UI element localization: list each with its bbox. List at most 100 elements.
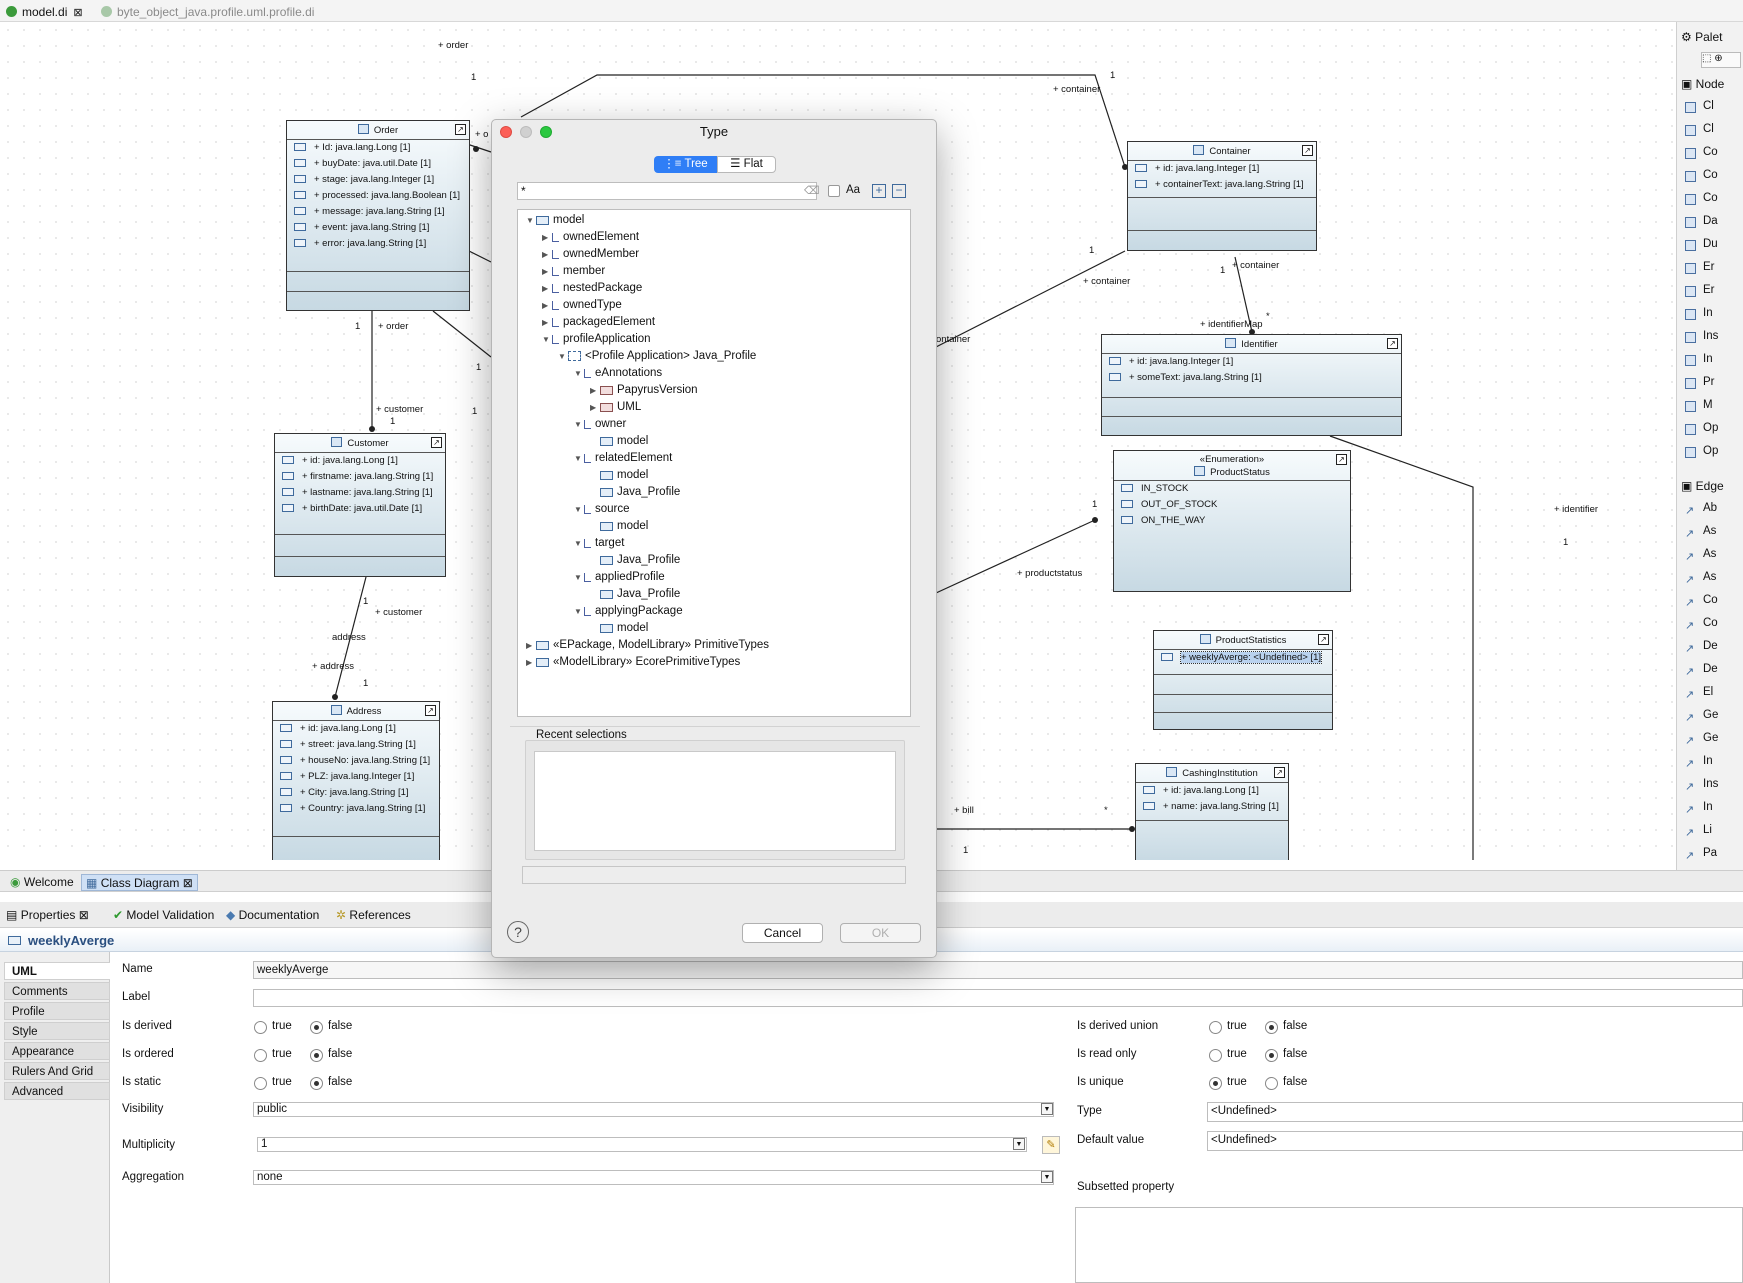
minimize-window-button[interactable] xyxy=(520,126,532,138)
sidetab-rulers-and-grid[interactable]: Rulers And Grid xyxy=(4,1062,110,1080)
tree-node[interactable]: ▼target xyxy=(574,535,624,552)
attribute-row[interactable]: + id: java.lang.Long [1] xyxy=(1136,783,1288,799)
class-customer[interactable]: Customer↗ + id: java.lang.Long [1] + fir… xyxy=(274,433,446,577)
palette-node-item[interactable]: M xyxy=(1703,399,1713,411)
edit-multiplicity-icon[interactable]: ✎ xyxy=(1042,1136,1060,1154)
palette-node-item[interactable]: Co xyxy=(1703,192,1718,204)
default-value-field[interactable]: <Undefined> xyxy=(1207,1131,1743,1151)
sidetab-appearance[interactable]: Appearance xyxy=(4,1042,110,1060)
chevron-right-icon[interactable]: ▶ xyxy=(590,403,597,412)
tab-profile-di[interactable]: byte_object_java.profile.uml.profile.di xyxy=(101,4,314,20)
tree-node[interactable]: ▼profileApplication xyxy=(542,331,651,348)
attribute-row[interactable]: + processed: java.lang.Boolean [1] xyxy=(287,188,469,204)
expand-icon[interactable]: ↗ xyxy=(431,437,442,448)
palette-node-item[interactable]: Op xyxy=(1703,445,1719,457)
clear-filter-icon[interactable]: ⌫ xyxy=(804,185,820,197)
palette-edges-header[interactable]: ▣ Edge xyxy=(1681,479,1724,493)
palette-node-item[interactable]: Pr xyxy=(1703,376,1715,388)
expand-all-icon[interactable]: + xyxy=(872,184,886,198)
palette-node-item[interactable]: Da xyxy=(1703,215,1718,227)
is-derived-true-radio[interactable] xyxy=(254,1021,267,1034)
attribute-row[interactable]: + Id: java.lang.Long [1] xyxy=(287,140,469,156)
attribute-row[interactable]: + buyDate: java.util.Date [1] xyxy=(287,156,469,172)
is-static-false-radio[interactable] xyxy=(310,1077,323,1090)
filter-input[interactable]: * xyxy=(517,182,817,200)
palette-edge-item[interactable]: De xyxy=(1703,663,1718,675)
attribute-row[interactable]: + error: java.lang.String [1] xyxy=(287,236,469,252)
tree-node[interactable]: ▶UML xyxy=(590,399,641,416)
enum-productstatus[interactable]: «Enumeration» ProductStatus ↗ IN_STOCK O… xyxy=(1113,450,1351,592)
chevron-right-icon[interactable]: ▶ xyxy=(542,233,549,242)
tab-welcome[interactable]: ◉ Welcome xyxy=(10,875,74,889)
chevron-down-icon[interactable]: ▼ xyxy=(526,216,534,225)
palette-edge-item[interactable]: Pa xyxy=(1703,847,1718,859)
tree-node[interactable]: ▶«ModelLibrary» EcorePrimitiveTypes xyxy=(526,654,740,671)
chevron-right-icon[interactable]: ▶ xyxy=(590,386,597,395)
sidetab-advanced[interactable]: Advanced xyxy=(4,1082,110,1100)
palette-edge-item[interactable]: Ge xyxy=(1703,732,1719,744)
palette-edge-item[interactable]: De xyxy=(1703,640,1718,652)
collapse-all-icon[interactable]: − xyxy=(892,184,906,198)
attribute-row[interactable]: + name: java.lang.String [1] xyxy=(1136,799,1288,815)
chevron-down-icon[interactable]: ▼ xyxy=(574,539,582,548)
maximize-window-button[interactable] xyxy=(540,126,552,138)
visibility-select[interactable]: public xyxy=(253,1102,1054,1117)
attribute-row[interactable]: + houseNo: java.lang.String [1] xyxy=(273,753,439,769)
attribute-row-selected[interactable]: + weeklyAverge: <Undefined> [1] xyxy=(1154,650,1332,666)
palette-node-item[interactable]: Du xyxy=(1703,238,1718,250)
tree-node[interactable]: ▼source xyxy=(574,501,630,518)
palette-edge-item[interactable]: As xyxy=(1703,571,1717,583)
expand-icon[interactable]: ↗ xyxy=(455,124,466,135)
palette-node-item[interactable]: Ins xyxy=(1703,330,1719,342)
attribute-row[interactable]: + someText: java.lang.String [1] xyxy=(1102,370,1401,386)
palette-edge-item[interactable]: Li xyxy=(1703,824,1712,836)
palette-node-item[interactable]: In xyxy=(1703,353,1713,365)
chevron-right-icon[interactable]: ▶ xyxy=(526,641,533,650)
class-identifier[interactable]: Identifier↗ + id: java.lang.Integer [1] … xyxy=(1101,334,1402,436)
attribute-row[interactable]: + id: java.lang.Long [1] xyxy=(273,721,439,737)
tree-node[interactable]: ▶packagedElement xyxy=(542,314,655,331)
class-cashinginstitution[interactable]: CashingInstitution↗ + id: java.lang.Long… xyxy=(1135,763,1289,860)
tree-node[interactable]: Java_Profile xyxy=(590,484,680,501)
chevron-down-icon[interactable]: ▼ xyxy=(574,369,582,378)
palette-node-item[interactable]: Co xyxy=(1703,169,1718,181)
palette-edge-item[interactable]: In xyxy=(1703,755,1713,767)
palette-edge-item[interactable]: Co xyxy=(1703,617,1718,629)
chevron-down-icon[interactable]: ▼ xyxy=(542,335,550,344)
expand-icon[interactable]: ↗ xyxy=(425,705,436,716)
palette-edge-item[interactable]: As xyxy=(1703,548,1717,560)
class-productstatistics[interactable]: ProductStatistics↗ + weeklyAverge: <Unde… xyxy=(1153,630,1333,730)
palette-edge-item[interactable]: Ins xyxy=(1703,778,1719,790)
tab-documentation[interactable]: ◆ Documentation xyxy=(226,908,320,922)
tree-node[interactable]: ▼model xyxy=(526,212,584,229)
tree-node[interactable]: ▶ownedMember xyxy=(542,246,639,263)
expand-icon[interactable]: ↗ xyxy=(1274,767,1285,778)
palette-node-item[interactable]: Cl xyxy=(1703,123,1714,135)
palette-node-item[interactable]: Cl xyxy=(1703,100,1714,112)
tree-toggle-button[interactable]: ⋮≡ Tree xyxy=(654,156,717,173)
tree-node[interactable]: ▼owner xyxy=(574,416,626,433)
is-unique-true-radio[interactable] xyxy=(1209,1077,1222,1090)
literal-row[interactable]: IN_STOCK xyxy=(1114,481,1350,497)
chevron-down-icon[interactable]: ▼ xyxy=(574,454,582,463)
chevron-right-icon[interactable]: ▶ xyxy=(526,658,533,667)
is-derived-union-false-radio[interactable] xyxy=(1265,1021,1278,1034)
attribute-row[interactable]: + Country: java.lang.String [1] xyxy=(273,801,439,817)
literal-row[interactable]: ON_THE_WAY xyxy=(1114,513,1350,529)
palette-node-item[interactable]: Er xyxy=(1703,261,1715,273)
tab-references[interactable]: ✲ References xyxy=(336,908,411,922)
chevron-down-icon[interactable]: ▼ xyxy=(1013,1138,1025,1150)
attribute-row[interactable]: + message: java.lang.String [1] xyxy=(287,204,469,220)
attribute-row[interactable]: + lastname: java.lang.String [1] xyxy=(275,485,445,501)
chevron-down-icon[interactable]: ▼ xyxy=(1041,1171,1053,1183)
attribute-row[interactable]: + event: java.lang.String [1] xyxy=(287,220,469,236)
close-window-button[interactable] xyxy=(500,126,512,138)
is-ordered-false-radio[interactable] xyxy=(310,1049,323,1062)
palette-nodes-header[interactable]: ▣ Node xyxy=(1681,77,1725,91)
attribute-row[interactable]: + id: java.lang.Long [1] xyxy=(275,453,445,469)
chevron-right-icon[interactable]: ▶ xyxy=(542,301,549,310)
chevron-right-icon[interactable]: ▶ xyxy=(542,267,549,276)
tree-node[interactable]: ▶member xyxy=(542,263,605,280)
chevron-down-icon[interactable]: ▼ xyxy=(574,420,582,429)
tree-node[interactable]: ▶PapyrusVersion xyxy=(590,382,698,399)
